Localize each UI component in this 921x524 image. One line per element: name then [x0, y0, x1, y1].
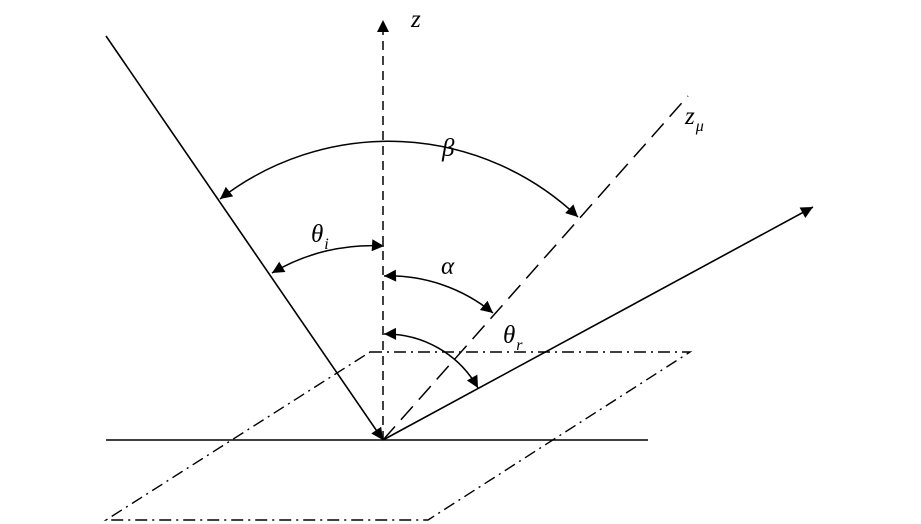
theta-r-label: θr [503, 322, 523, 354]
z-axis-label: z [410, 6, 421, 33]
tangent-plane [103, 351, 693, 521]
theta-i-label: θi [311, 221, 329, 253]
incident-ray [105, 35, 384, 441]
alpha-label: α [441, 253, 455, 280]
z-mu-axis [382, 95, 689, 441]
theta-i-arc [271, 239, 385, 274]
z-mu-axis-label: zμ [684, 103, 704, 135]
reflected-ray [382, 206, 814, 441]
alpha-arc [383, 269, 494, 314]
beta-arc [219, 140, 579, 218]
beta-label: β [441, 135, 455, 162]
theta-r-arc [383, 327, 479, 389]
